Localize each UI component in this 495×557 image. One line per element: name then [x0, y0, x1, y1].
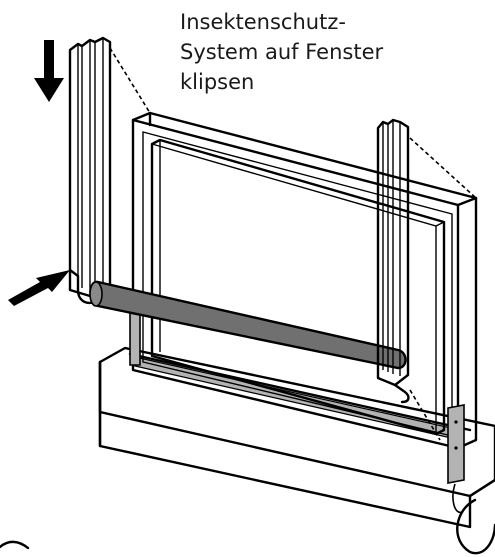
right-lower-bracket [447, 404, 465, 514]
roller-cassette [89, 280, 407, 370]
instruction-caption: Insektenschutz- System auf Fenster klips… [180, 7, 480, 97]
caption-line-3: klipsen [180, 70, 255, 94]
window-frame [131, 111, 478, 450]
caption-line-1: Insektenschutz- [180, 10, 346, 34]
caption-line-2: System auf Fenster [180, 40, 384, 64]
guide-lines [109, 47, 477, 441]
window-sill-box [0, 346, 495, 555]
left-side-rail [68, 36, 112, 304]
arrow-right-icon [8, 270, 70, 306]
arrow-down-icon [34, 40, 64, 102]
right-side-rail [376, 118, 410, 404]
